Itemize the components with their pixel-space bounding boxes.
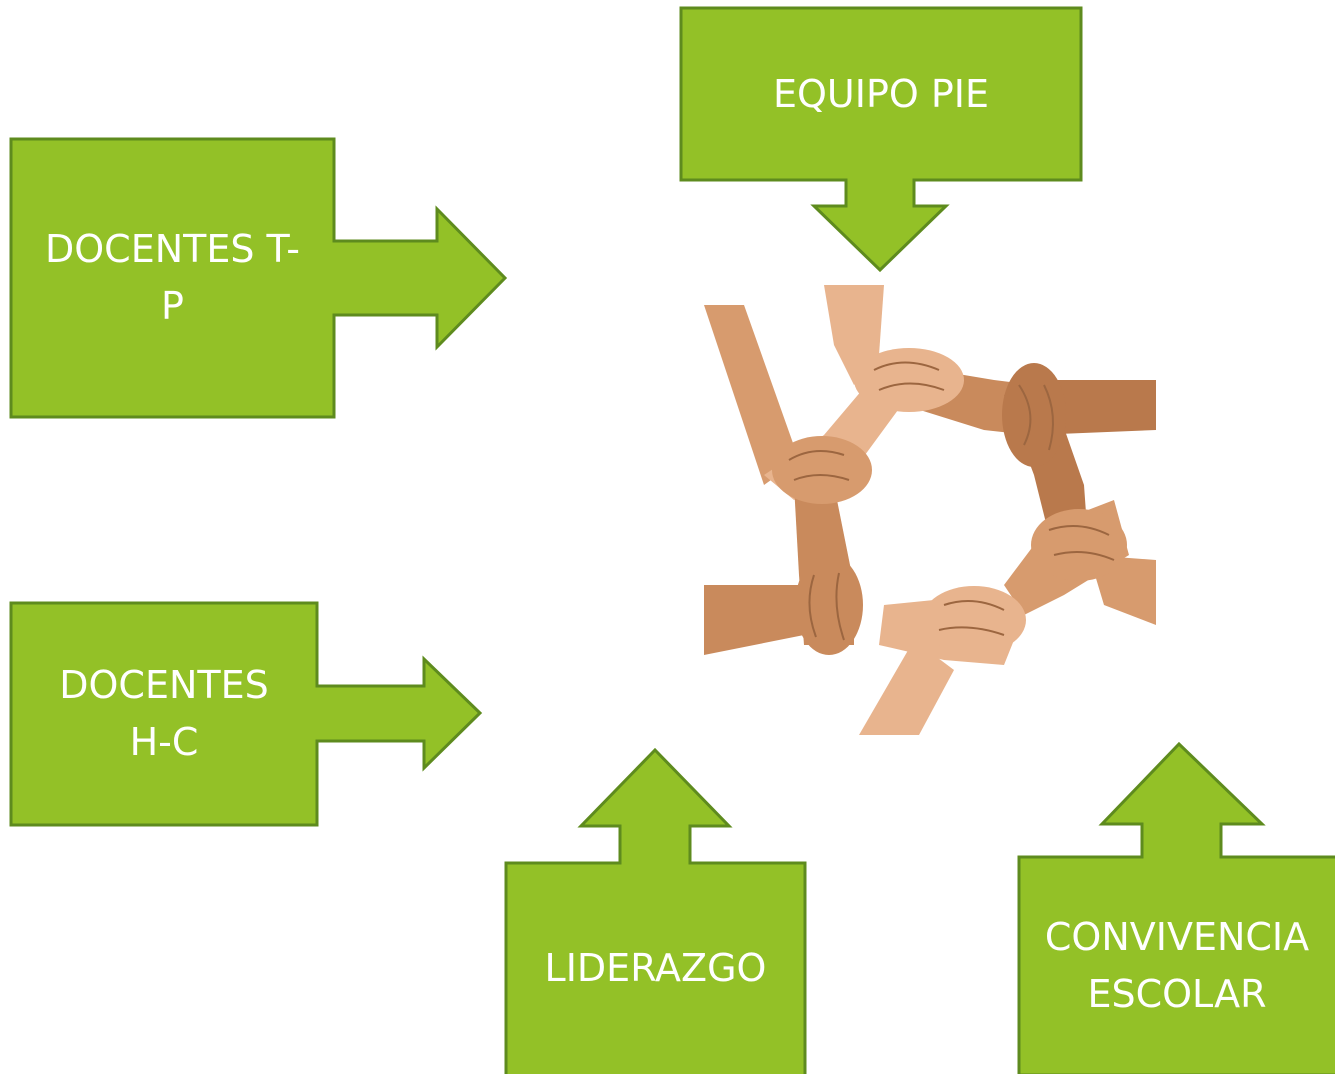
convivencia-escolar-label: CONVIVENCIA ESCOLAR (1044, 914, 1310, 1016)
docentes-tp-callout-shape (9, 137, 508, 419)
equipo-pie-label: EQUIPO PIE (773, 71, 989, 116)
liderazgo-callout-shape (504, 747, 807, 1074)
convivencia-callout-shape (1017, 741, 1335, 1074)
docentes-hc-label: DOCENTES H-C (59, 663, 269, 764)
docentes-tp-label: DOCENTES T- P (45, 227, 300, 328)
equipo-pie-callout-shape (679, 6, 1083, 273)
liderazgo-label: LIDERAZGO (544, 946, 767, 990)
joined-hands-image (704, 285, 1156, 735)
joined-hands-icon (704, 285, 1156, 735)
docentes-hc-callout-shape (9, 601, 483, 827)
